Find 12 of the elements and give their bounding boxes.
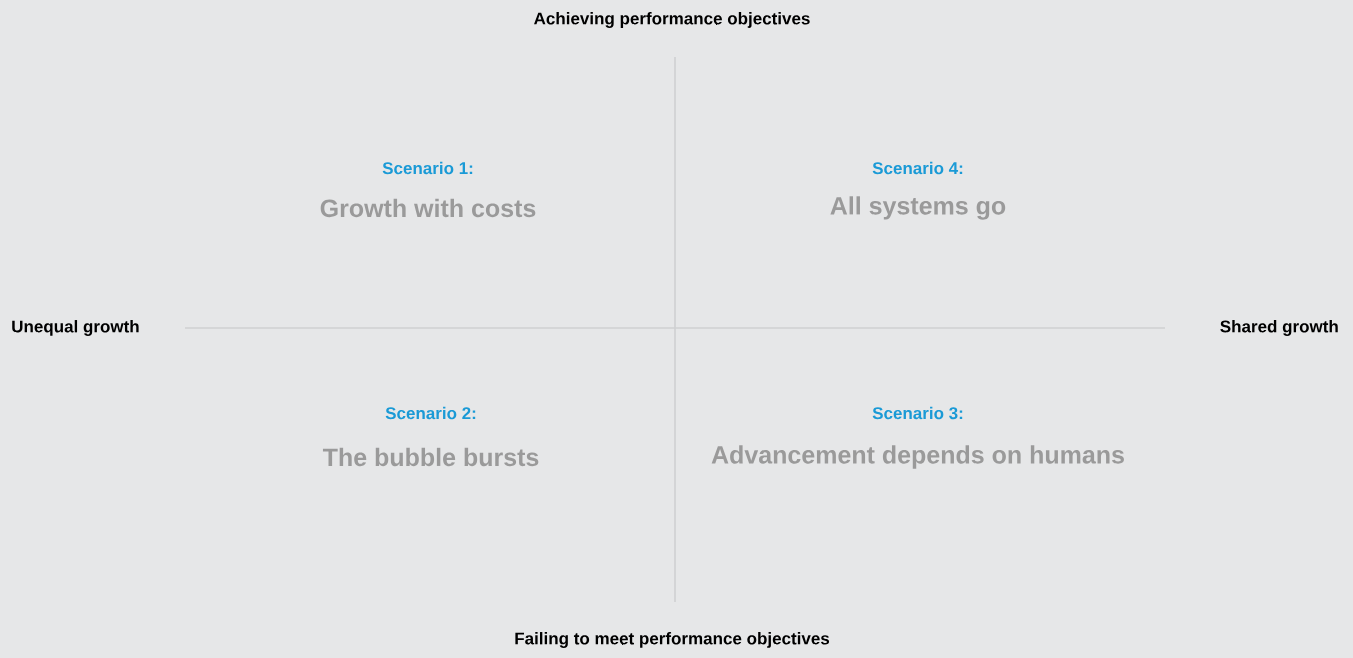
scenario-number: Scenario 2: xyxy=(385,406,476,420)
scenario-number: Scenario 1: xyxy=(382,161,473,175)
scenario-number: Scenario 3: xyxy=(872,406,963,420)
axis-label: Failing to meet performance objectives xyxy=(515,632,830,648)
scenario-title: Advancement depends on humans xyxy=(711,445,1124,469)
axis-label: Unequal growth xyxy=(12,320,139,336)
axis-label: Shared growth xyxy=(1220,320,1338,336)
scenario-title: Growth with costs xyxy=(320,198,536,218)
scenario-title: All systems go xyxy=(830,196,1006,220)
axis-label: Achieving performance objectives xyxy=(534,12,810,28)
scenario-number: Scenario 4: xyxy=(872,161,963,175)
scenario-title: The bubble bursts xyxy=(322,447,539,467)
